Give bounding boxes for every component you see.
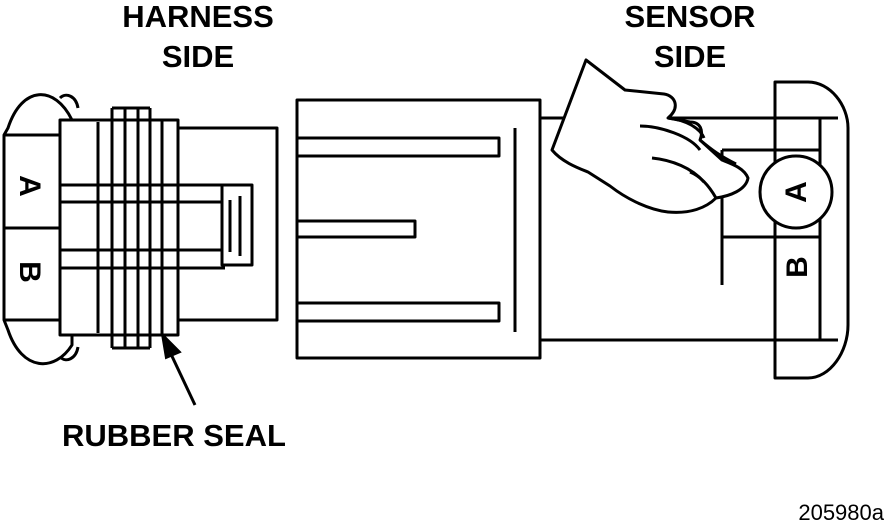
sensor-side-label-line1: SENSOR: [625, 0, 756, 34]
figure-id: 205980a: [798, 500, 884, 525]
rubber-seal-label: RUBBER SEAL: [62, 418, 286, 453]
harness-terminal-latch: [220, 183, 254, 267]
sensor-pin-a-label: A: [780, 181, 813, 203]
terminal-slot-upper: [295, 136, 501, 158]
harness-side-label-line1: HARNESS: [122, 0, 274, 34]
harness-pin-b-label: B: [13, 261, 46, 283]
sensor-pin-a-circle: [758, 154, 834, 230]
terminal-slot-middle: [295, 219, 417, 239]
callout-arrow-icon: [160, 331, 197, 406]
pointing-hand-icon: [550, 58, 750, 214]
rubber-seal-ribs: [96, 106, 164, 350]
harness-seal-body: [58, 118, 180, 337]
sensor-end-cap: [773, 80, 850, 380]
sensor-pin-b-label: B: [781, 256, 814, 278]
harness-side-label-line2: SIDE: [162, 39, 234, 74]
harness-pin-a-label: A: [13, 175, 46, 197]
terminal-slot-lower: [295, 301, 501, 323]
sensor-side-label-line2: SIDE: [654, 39, 726, 74]
harness-connector: A B: [2, 93, 279, 366]
